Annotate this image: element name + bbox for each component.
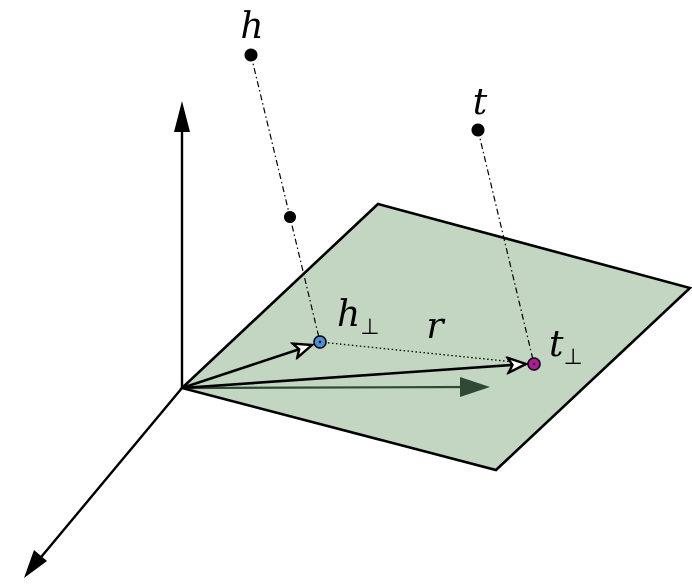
h-label: h	[240, 6, 263, 47]
diagonal-axis-arrowhead	[24, 550, 47, 578]
diagonal-axis	[31, 387, 183, 569]
t-perp-point-center	[532, 362, 536, 366]
t-perp-vector	[181, 364, 526, 390]
t-perp-label-subscript: ⊥	[563, 345, 582, 370]
plane-normal-direction-vector	[181, 385, 471, 390]
h-intermediate-point	[284, 211, 296, 223]
h-perp-label-subscript: ⊥	[360, 315, 379, 340]
h-point	[244, 48, 258, 62]
t-perp-label: t⊥	[549, 324, 583, 370]
t-point	[471, 123, 485, 137]
plane-direction-arrowhead	[460, 377, 490, 397]
h-perp-label-base: h	[337, 294, 360, 335]
t-label: t	[473, 82, 488, 123]
r-label: r	[426, 306, 445, 347]
h-perp-label: h⊥	[337, 294, 379, 340]
h-perp-vector	[181, 345, 312, 390]
relation-hyperplane	[179, 202, 692, 472]
t-perp-label-base: t	[549, 324, 564, 365]
h-perp-point-center	[318, 340, 322, 344]
vertical-axis-arrowhead	[174, 101, 190, 132]
